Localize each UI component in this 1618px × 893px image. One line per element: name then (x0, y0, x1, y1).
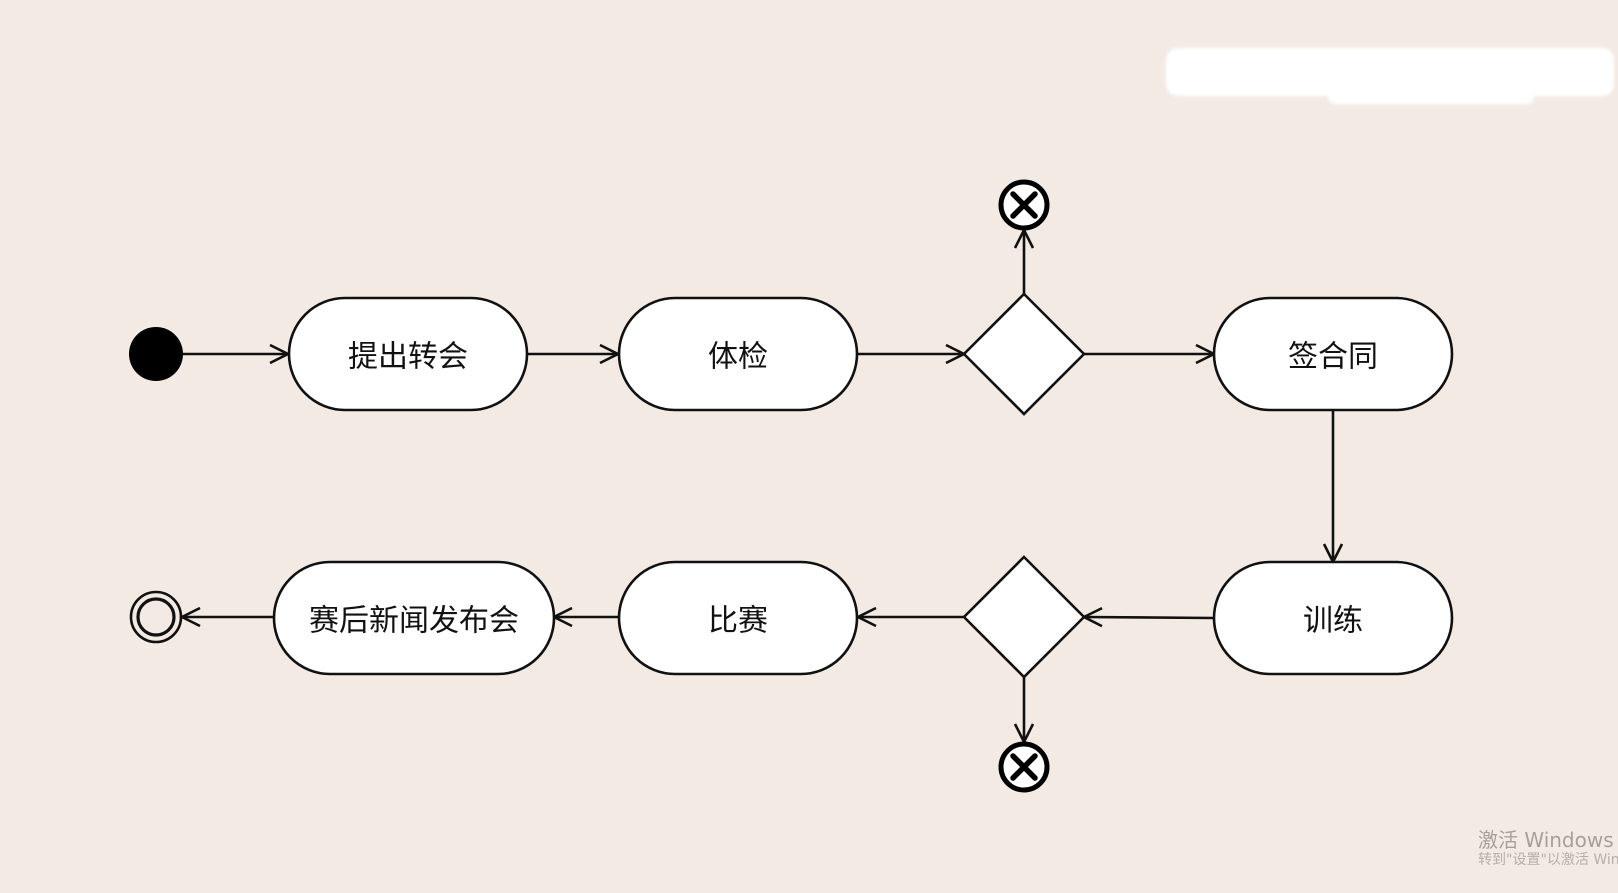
watermark-line-2: 转到"设置"以激活 Windows (1478, 852, 1618, 868)
activity-medical-check-label: 体检 (708, 340, 768, 375)
edge-training-to-decision-2 (1081, 606, 1215, 628)
activity-transfer-request: 提出转会 (287, 296, 529, 412)
watermark-line-1: 激活 Windows (1478, 828, 1614, 852)
activity-match: 比赛 (617, 560, 859, 676)
final-node (129, 590, 183, 644)
redaction-mark-2 (1328, 90, 1534, 104)
activity-press-conference-label: 赛后新闻发布会 (309, 604, 519, 639)
activity-match-label: 比赛 (708, 604, 768, 639)
windows-activation-watermark: 激活 Windows 转到"设置"以激活 Windows (1478, 828, 1618, 868)
decision-node-2 (962, 555, 1086, 679)
flow-final-node-top (998, 179, 1050, 231)
activity-medical-check: 体检 (617, 296, 859, 412)
activity-training-label: 训练 (1303, 604, 1363, 639)
activity-sign-contract-label: 签合同 (1288, 340, 1378, 375)
flow-final-node-bottom (998, 741, 1050, 793)
redaction-mark (1166, 48, 1614, 96)
activity-transfer-request-label: 提出转会 (348, 340, 468, 375)
activity-training: 训练 (1212, 560, 1454, 676)
activity-press-conference: 赛后新闻发布会 (272, 560, 556, 676)
initial-node (129, 327, 183, 381)
activity-sign-contract: 签合同 (1212, 296, 1454, 412)
decision-node-1 (962, 292, 1086, 416)
